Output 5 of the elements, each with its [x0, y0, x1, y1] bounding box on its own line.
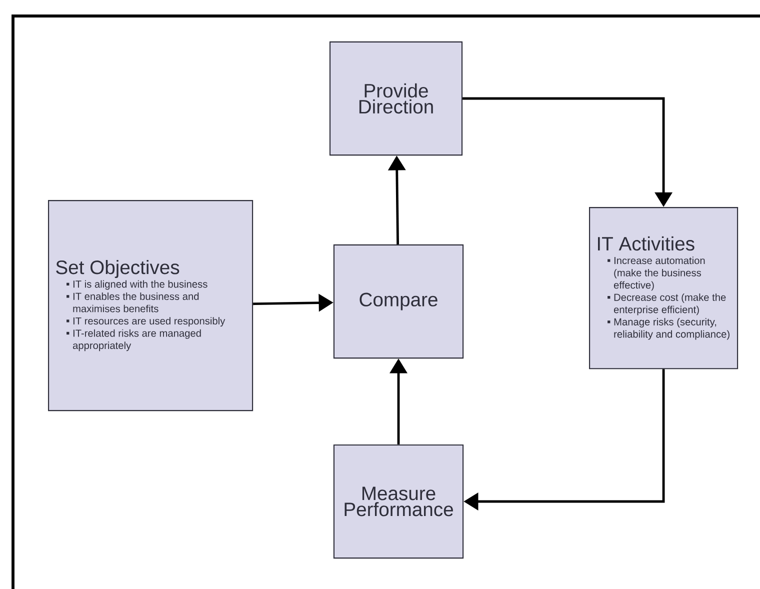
- text-box: Set Objectives IT is aligned with the business IT enables the business and maximises benefits IT resources are used responsibly IT-related risks are managed appropriately: [48, 200, 254, 412]
- text-box: IT Activities Increase automation (make the business effective) Decrease cost (make the enterprise efficient) Manage risks (security, reliability and compliance): [589, 207, 738, 370]
- process-box: Measure Performance: [333, 444, 464, 559]
- process-box: Compare: [333, 244, 464, 359]
- process-box: Provide Direction: [329, 41, 463, 156]
